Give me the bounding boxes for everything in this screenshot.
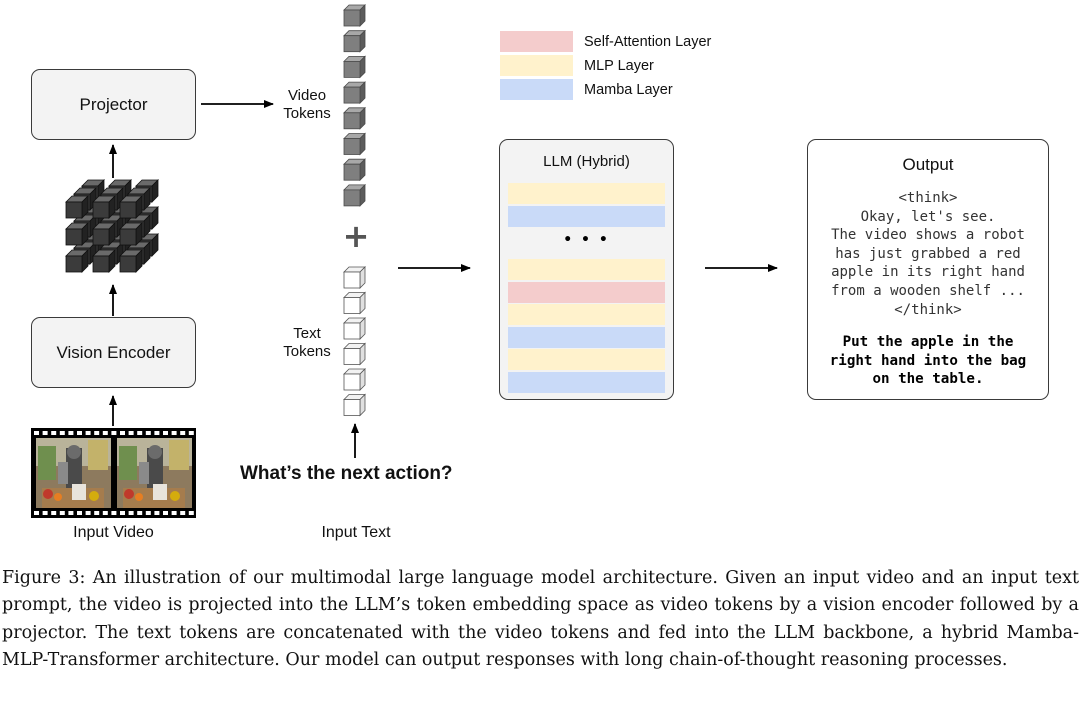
llm-layer-bottom-2-self-attention bbox=[508, 281, 665, 303]
text-token-cube bbox=[343, 342, 366, 366]
feature-voxel bbox=[92, 195, 116, 219]
llm-box: LLM (Hybrid) • • • bbox=[499, 139, 674, 400]
reasoning-line-4: apple in its right hand bbox=[831, 264, 1025, 281]
video-token-stack bbox=[343, 4, 366, 207]
legend-label-mlp: MLP Layer bbox=[584, 58, 654, 74]
llm-layer-bottom-3-mlp bbox=[508, 304, 665, 325]
feature-voxel bbox=[92, 249, 116, 273]
feature-voxel bbox=[65, 249, 89, 273]
answer-line-1: Put the apple in the bbox=[842, 334, 1014, 350]
figure-caption: Figure 3: An illustration of our multimo… bbox=[2, 568, 1079, 671]
video-tokens-label-line1: Video bbox=[287, 87, 327, 104]
feature-voxel bbox=[119, 222, 143, 246]
reasoning-line-5: from a wooden shelf ... bbox=[831, 283, 1025, 299]
legend-swatch-mlp bbox=[500, 55, 573, 76]
text-token-stack bbox=[343, 266, 366, 417]
llm-layer-top-2-mamba bbox=[508, 206, 665, 227]
input-text-prompt: What’s the next action? bbox=[240, 463, 453, 484]
legend-label-mamba: Mamba Layer bbox=[584, 82, 673, 98]
reasoning-line-3: has just grabbed a red bbox=[835, 245, 1021, 262]
video-tokens-label: Video Tokens bbox=[276, 87, 338, 123]
llm-layer-bottom-4-mamba bbox=[508, 326, 665, 348]
answer-line-3: on the table. bbox=[872, 371, 984, 388]
llm-layer-bottom-1-mlp bbox=[508, 259, 665, 280]
feature-voxel bbox=[119, 195, 143, 219]
video-token-cube bbox=[343, 158, 366, 182]
video-token-cube bbox=[343, 4, 366, 27]
text-tokens-label-line1: Text bbox=[293, 325, 321, 342]
think-open-tag: <think> bbox=[898, 190, 958, 206]
projector-label: Projector bbox=[79, 95, 148, 114]
video-token-cube bbox=[343, 132, 366, 156]
feature-cube-icon bbox=[65, 179, 159, 273]
text-tokens-label-line2: Tokens bbox=[283, 343, 331, 360]
answer-line-2: right hand into the bag bbox=[829, 352, 1027, 369]
text-token-cube bbox=[343, 317, 366, 340]
legend-label-self-attention: Self-Attention Layer bbox=[584, 34, 712, 50]
input-video-filmstrip-icon bbox=[31, 428, 196, 518]
input-video-label: Input Video bbox=[73, 524, 154, 541]
vision-encoder-box: Vision Encoder bbox=[31, 317, 196, 388]
output-box: Output <think> Okay, let's see. The vide… bbox=[807, 139, 1049, 400]
plus-sign: + bbox=[342, 217, 370, 255]
legend-swatch-mamba bbox=[500, 79, 573, 100]
llm-layer-bottom-6-mamba bbox=[508, 371, 665, 393]
architecture-diagram: Self-Attention Layer MLP Layer Mamba Lay… bbox=[31, 4, 1049, 541]
video-token-cube bbox=[343, 183, 366, 207]
feature-voxel bbox=[92, 222, 116, 246]
video-token-cube bbox=[343, 29, 366, 53]
llm-ellipsis: • • • bbox=[563, 232, 610, 248]
arrows-layer bbox=[31, 4, 778, 518]
video-tokens-label-line2: Tokens bbox=[283, 105, 331, 122]
reasoning-line-2: The video shows a robot bbox=[831, 227, 1025, 244]
feature-voxel bbox=[65, 222, 89, 246]
reasoning-line-1: Okay, let's see. bbox=[860, 208, 996, 225]
feature-voxel bbox=[65, 195, 89, 219]
vision-encoder-label: Vision Encoder bbox=[56, 343, 171, 362]
projector-box: Projector bbox=[31, 69, 196, 140]
llm-title: LLM (Hybrid) bbox=[543, 153, 630, 170]
text-token-cube bbox=[343, 368, 366, 391]
video-token-cube bbox=[343, 81, 366, 105]
video-token-cube bbox=[343, 106, 366, 130]
llm-layer-bottom-5-mlp bbox=[508, 349, 665, 370]
text-token-cube bbox=[343, 266, 366, 289]
input-text-label: Input Text bbox=[321, 524, 391, 541]
feature-voxel bbox=[119, 249, 143, 273]
output-title: Output bbox=[902, 155, 954, 174]
legend-swatch-self-attention bbox=[500, 31, 573, 52]
think-close-tag: </think> bbox=[894, 301, 962, 318]
text-tokens-label: Text Tokens bbox=[276, 325, 338, 361]
llm-layer-top-1-mlp bbox=[508, 183, 665, 204]
text-token-cube bbox=[343, 291, 366, 315]
text-token-cube bbox=[343, 393, 366, 417]
video-token-cube bbox=[343, 55, 366, 79]
